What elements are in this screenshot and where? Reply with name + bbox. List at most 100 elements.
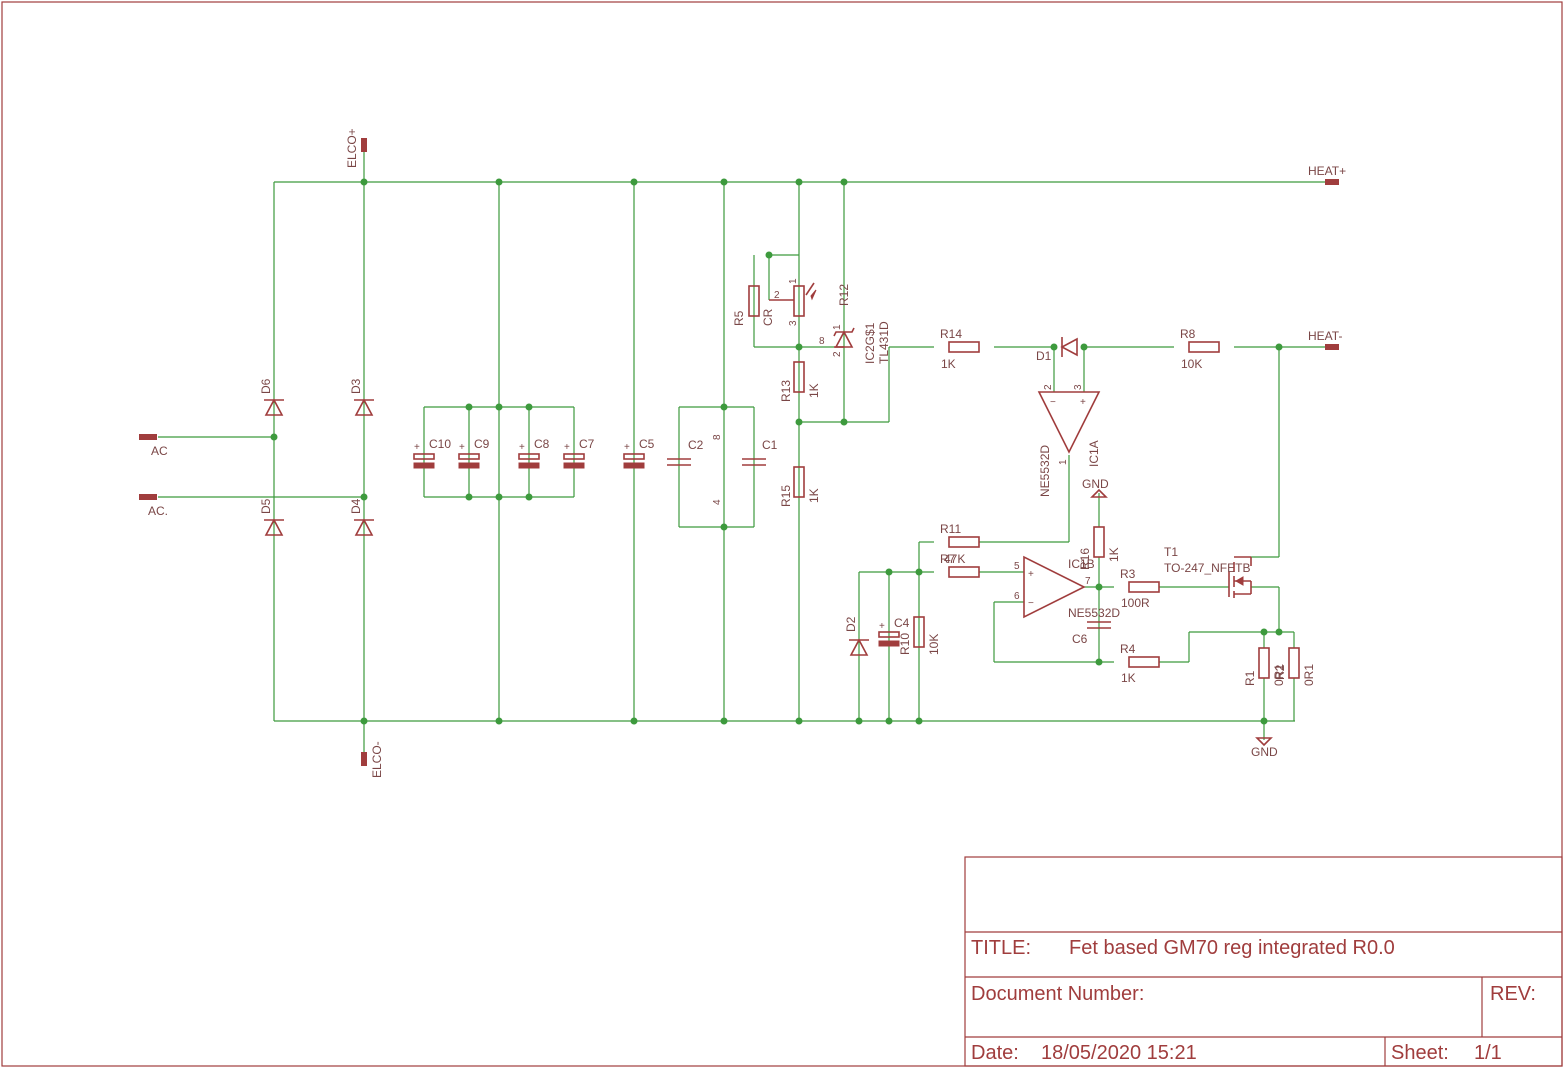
diode-d5: D5	[259, 498, 284, 536]
ic1b-label: IC1B	[1068, 557, 1095, 571]
svg-text:+: +	[414, 442, 420, 453]
resistor-r3: R3 100R	[1120, 567, 1160, 610]
r4-value: 1K	[1121, 671, 1136, 685]
diode-d1: D1	[1036, 337, 1078, 363]
t1-value: TO-247_NFETB	[1164, 561, 1250, 575]
resistor-r2: R2 0R1	[1273, 647, 1316, 686]
sheet-label: Sheet:	[1391, 1042, 1449, 1064]
title-label: TITLE:	[971, 937, 1031, 959]
r3-label: R3	[1120, 567, 1136, 581]
r10-value: 10K	[927, 634, 941, 655]
cap-c6: C6	[1072, 621, 1111, 646]
r1-label: R1	[1243, 670, 1257, 686]
heat-minus-pad	[1325, 344, 1339, 350]
title-block: TITLE: Fet based GM70 reg integrated R0.…	[964, 856, 1563, 1067]
elco-minus-label: ELCO-	[370, 741, 384, 778]
svg-text:+: +	[1080, 397, 1086, 408]
svg-text:+: +	[1028, 569, 1034, 580]
diode-d6: D6	[259, 378, 284, 416]
t1-label: T1	[1164, 545, 1178, 559]
resistor-r13: R13 1K	[779, 361, 821, 402]
ic2-label: IC2G$1	[863, 322, 877, 364]
svg-text:7: 7	[1085, 576, 1091, 587]
elco-plus-label: ELCO+	[345, 128, 359, 168]
svg-text:+: +	[564, 442, 570, 453]
ic1a-value: NE5532D	[1038, 445, 1052, 497]
svg-text:+: +	[624, 442, 630, 453]
ac-label: AC	[151, 444, 168, 458]
cap-c1: C1	[742, 438, 778, 466]
d3-label: D3	[349, 378, 363, 394]
c5-label: C5	[639, 437, 655, 451]
r10-label: R10	[898, 633, 912, 655]
cap-c10: + C10	[413, 437, 451, 469]
opamp-ic1b: + − 5 6 7 IC1B NE5532D	[1014, 555, 1120, 620]
cap-c4: + C4	[878, 616, 910, 647]
diode-d4: D4	[349, 498, 374, 536]
tl431-reference: 8 1 2 IC2G$1 TL431D	[819, 321, 891, 364]
electrolytic-caps: + C10 + C9 + C8 + C7 + C5	[413, 437, 910, 647]
r16-label: R16	[1078, 548, 1092, 570]
r11-label: R11	[940, 522, 961, 536]
r15-value: 1K	[807, 488, 821, 503]
resistor-r14: R14 1K	[940, 327, 980, 371]
r12-label: R12	[837, 284, 851, 306]
r14-value: 1K	[941, 357, 956, 371]
r4-label: R4	[1120, 642, 1136, 656]
svg-text:2: 2	[832, 351, 843, 357]
rev-label: REV:	[1490, 983, 1536, 1005]
heat-plus-label: HEAT+	[1308, 164, 1346, 178]
d4-label: D4	[349, 498, 363, 514]
cap-c9: + C9	[458, 437, 490, 469]
title-value: Fet based GM70 reg integrated R0.0	[1069, 937, 1395, 959]
gnd-icon: GND	[1251, 737, 1278, 759]
c10-label: C10	[429, 437, 451, 451]
c6-label: C6	[1072, 632, 1088, 646]
d1-label: D1	[1036, 349, 1052, 363]
r14-label: R14	[940, 327, 962, 341]
svg-text:1: 1	[832, 324, 843, 330]
resistor-r10: R10 10K	[898, 616, 941, 655]
gnd2-label: GND	[1251, 745, 1278, 759]
mosfet-t1: T1 TO-247_NFETB	[1164, 545, 1252, 598]
svg-text:5: 5	[1014, 561, 1020, 572]
cap-c8: + C8	[518, 437, 550, 469]
r7-value: 47K	[944, 552, 965, 566]
elco-minus-pad	[361, 752, 367, 766]
svg-text:3: 3	[788, 320, 799, 326]
svg-text:1: 1	[788, 278, 799, 284]
wires	[158, 150, 1327, 752]
cr-label: CR	[761, 308, 775, 326]
ac2-label: AC.	[148, 504, 168, 518]
gnd1-label: GND	[1082, 477, 1109, 491]
bridge-diodes: D6 D5 D3 D4	[259, 378, 374, 536]
junctions	[270, 178, 1283, 725]
diode-d2: D2	[844, 616, 869, 656]
c7-label: C7	[579, 437, 595, 451]
resistor-r4: R4 1K	[1120, 642, 1160, 685]
gnd-symbols: GND GND	[1082, 477, 1278, 759]
r13-label: R13	[779, 380, 793, 402]
heat-minus-label: HEAT-	[1308, 329, 1342, 343]
c8-label: C8	[534, 437, 550, 451]
r7-label: R7	[940, 552, 956, 566]
resistor-r8: R8 10K	[1180, 327, 1220, 371]
svg-text:1: 1	[1058, 459, 1069, 465]
r13-value: 1K	[807, 383, 821, 398]
r3-value: 100R	[1121, 596, 1150, 610]
cap-c7: + C7	[563, 437, 595, 469]
ic-pin8-label: 8	[712, 434, 723, 440]
resistor-r7: R7 47K	[940, 552, 980, 578]
svg-text:−: −	[1050, 397, 1056, 408]
ic1a-label: IC1A	[1087, 440, 1101, 467]
trimmer-cr: 1 2 3 CR	[761, 278, 817, 326]
r15-label: R15	[779, 485, 793, 507]
ic2-value: TL431D	[877, 321, 891, 364]
r1-value: 0R1	[1272, 664, 1286, 686]
resistor-r11: R11	[940, 522, 980, 548]
d6-label: D6	[259, 378, 273, 394]
r5-label: R5	[732, 310, 746, 326]
d2-label: D2	[844, 616, 858, 632]
svg-text:2: 2	[1043, 384, 1054, 390]
